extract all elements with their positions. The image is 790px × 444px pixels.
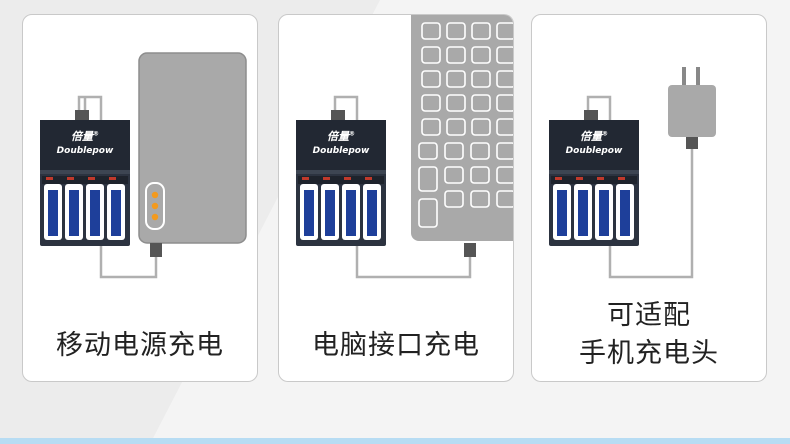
brand-en: Doublepow [312, 146, 370, 156]
bottom-accent-line [0, 438, 790, 444]
brand-reg: ® [349, 130, 355, 138]
brand-cn: 倍量 [327, 130, 349, 143]
charger-brand-2: 倍量® Doublepow [296, 128, 386, 156]
charger-brand-3: 倍量® Doublepow [549, 128, 639, 156]
brand-en: Doublepow [565, 146, 623, 156]
brand-reg: ® [602, 130, 608, 138]
brand-en: Doublepow [56, 146, 114, 156]
keyboard-illustration [296, 15, 513, 279]
brand-cn: 倍量 [580, 130, 602, 143]
caption-phone-adapter-line2: 手机充电头 [579, 338, 719, 369]
wall-adapter-illustration [549, 67, 716, 279]
caption-power-bank: 移动电源充电 [56, 330, 224, 361]
panel-phone-adapter: 倍量® Doublepow 可适配 手机充电头 [531, 14, 767, 382]
charger-brand-1: 倍量® Doublepow [40, 128, 130, 156]
brand-reg: ® [93, 130, 99, 138]
caption-phone-adapter-line1: 可适配 [607, 300, 691, 331]
brand-cn: 倍量 [71, 130, 93, 143]
caption-computer: 电脑接口充电 [312, 330, 480, 361]
panel-power-bank: 倍量® Doublepow 移动电源充电 [22, 14, 258, 382]
panel-computer: 倍量® Doublepow 电脑接口充电 [278, 14, 514, 382]
power-bank-illustration [40, 52, 247, 279]
